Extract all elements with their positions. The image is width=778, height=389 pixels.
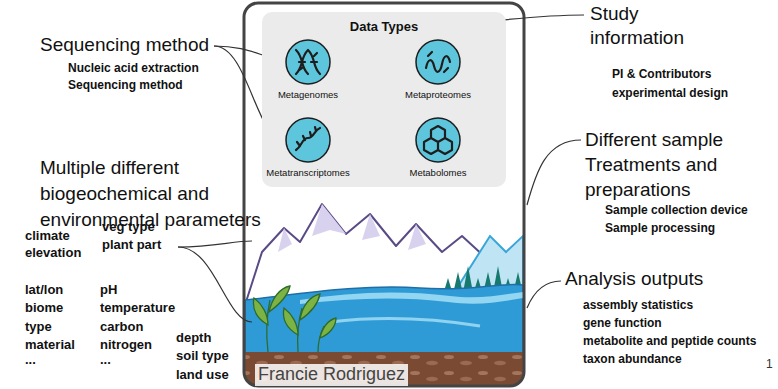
callout-text: land use (176, 367, 229, 383)
icon-circle (284, 116, 332, 164)
data-type-icon: Metagenomes (276, 38, 340, 100)
callout-text: pH (100, 282, 117, 298)
callout-text: nitrogen (100, 337, 152, 353)
author-credit: Francie Rodriguez (255, 364, 408, 386)
data-types-panel: Data TypesMetagenomes MetaproteomesMetatr… (262, 12, 506, 187)
callout-text: carbon (100, 319, 143, 335)
ripple (330, 319, 480, 326)
callout-text: ... (100, 352, 111, 368)
icon-label: Metagenomes (278, 89, 338, 100)
callout-text: material (25, 337, 75, 353)
callout-text: Sample collection device (605, 203, 748, 217)
icon-circle (414, 116, 462, 164)
plants (254, 286, 336, 352)
callout-text: assembly statistics (583, 298, 693, 312)
soil-pebbles (245, 352, 523, 385)
icon-label: Metaproteomes (405, 89, 471, 100)
callout-text: veg type (102, 219, 155, 235)
callout-text: Different sample Treatments and preparat… (585, 127, 750, 202)
data-type-icon: Metaproteomes (403, 38, 473, 100)
callout-text: Multiple different biogeochemical and en… (40, 155, 285, 233)
icon-label: Metatranscriptomes (266, 167, 349, 178)
callout-text: Nucleic acid extraction (68, 61, 199, 75)
page-number: 1 (766, 357, 773, 371)
data-type-icon: Metatranscriptomes (264, 116, 351, 178)
callout-text: plant part (102, 237, 161, 253)
callout-text: taxon abundance (583, 352, 682, 366)
callout-text: experimental design (612, 86, 728, 100)
mountain-shade (278, 204, 426, 252)
icon-circle (414, 38, 462, 86)
callout-text: depth (176, 330, 211, 346)
callout-text: climate (25, 228, 70, 244)
callout-text: ... (25, 352, 36, 368)
leader-line (527, 281, 561, 308)
callout-text: biome (25, 300, 63, 316)
leader-line (178, 241, 252, 247)
panel-title: Data Types (262, 12, 506, 34)
leader-line (527, 140, 581, 205)
callout-text: PI & Contributors (612, 67, 711, 81)
soil (245, 352, 523, 385)
callout-text: Sequencing method (68, 78, 183, 92)
icon-circle (284, 38, 332, 86)
callout-text: type (25, 319, 52, 335)
callout-text: Study information (590, 2, 700, 50)
landscape (245, 204, 523, 385)
callout-text: elevation (25, 245, 81, 261)
leader-line (178, 247, 252, 322)
callout-text: soil type (176, 348, 229, 364)
callout-text: Sample processing (605, 221, 715, 235)
data-type-icon: Metabolomes (407, 116, 468, 178)
river (300, 292, 523, 304)
card-outline (244, 3, 524, 386)
callout-text: metabolite and peptide counts (583, 334, 756, 348)
callout-text: temperature (100, 300, 175, 316)
lake (245, 284, 523, 354)
callout-text: Sequencing method (40, 34, 209, 57)
callout-text: lat/lon (25, 282, 63, 298)
callout-text: Analysis outputs (565, 268, 703, 291)
callout-text: gene function (583, 316, 662, 330)
icon-label: Metabolomes (409, 167, 466, 178)
